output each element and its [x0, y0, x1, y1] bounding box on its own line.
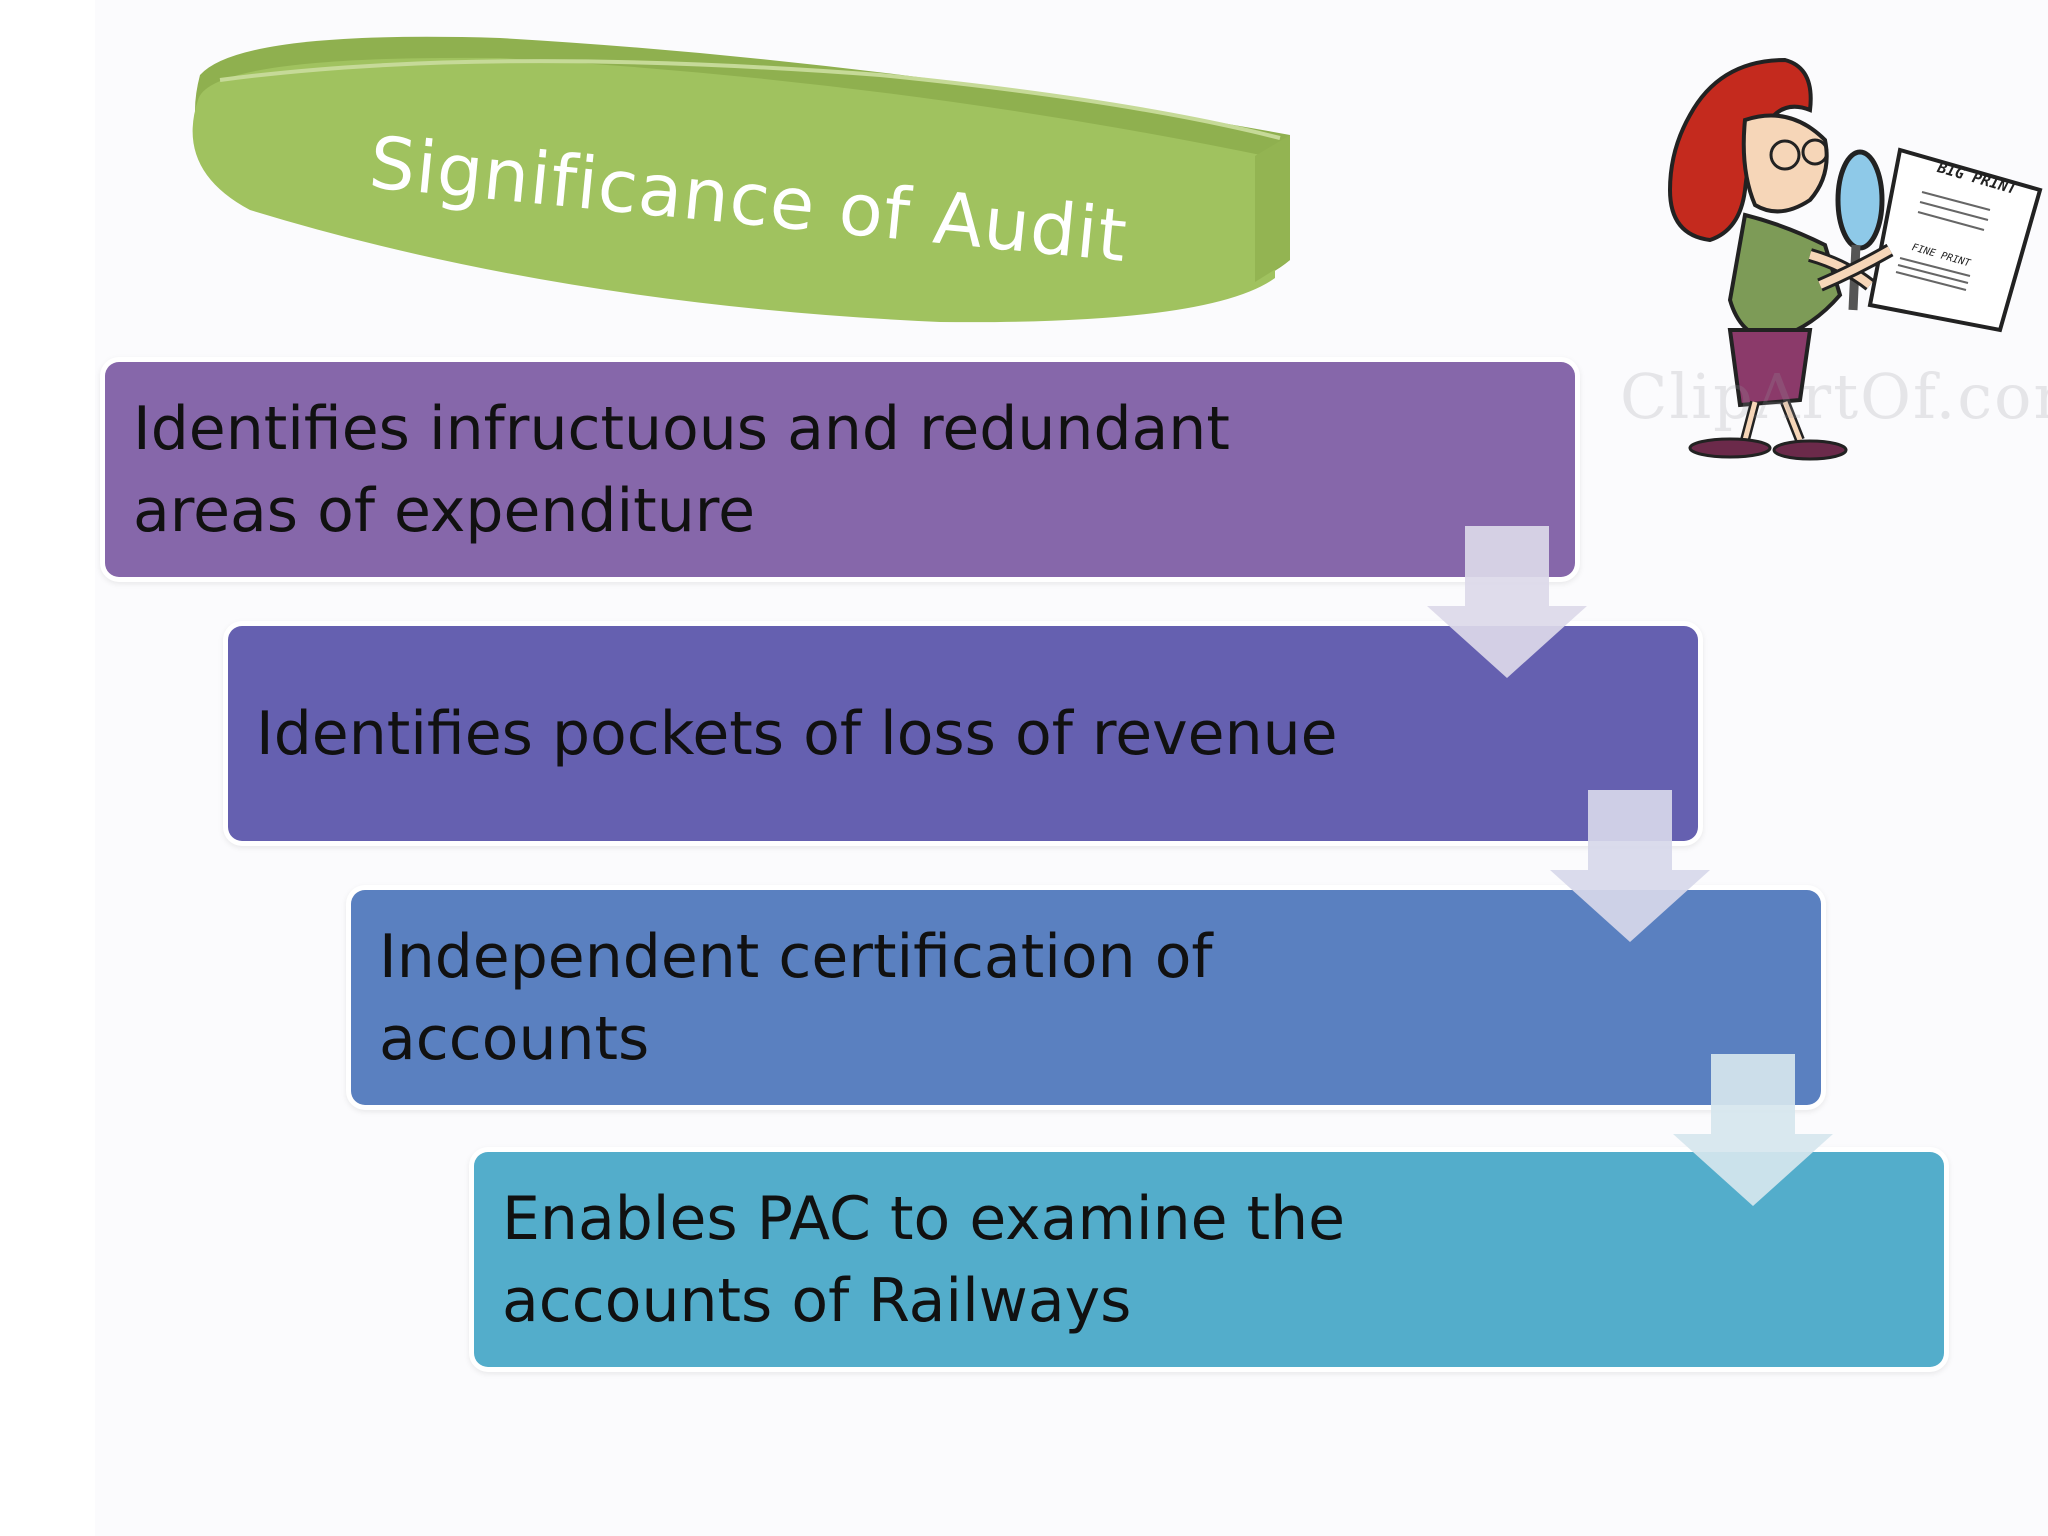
down-arrow-icon: [1550, 790, 1710, 942]
watermark-text: ClipArtOf.com: [1620, 360, 2048, 433]
auditor-clipart-image: [1570, 40, 2048, 480]
title-banner-shape: [192, 36, 1290, 323]
step-text-1: Identifies infructuous and redundant are…: [133, 393, 1230, 546]
step-text-2: Identifies pockets of loss of revenue: [256, 698, 1338, 769]
step-box-4: Enables PAC to examine the accounts of R…: [474, 1152, 1944, 1367]
step-box-3: Independent certification of accounts: [351, 890, 1821, 1105]
step-text-3: Independent certification of accounts: [379, 921, 1213, 1074]
step-text-4: Enables PAC to examine the accounts of R…: [502, 1183, 1346, 1336]
step-box-2: Identifies pockets of loss of revenue: [228, 626, 1698, 841]
down-arrow-icon: [1427, 526, 1587, 678]
step-box-1: Identifies infructuous and redundant are…: [105, 362, 1575, 577]
title-banner: Significance of Audit: [180, 20, 1310, 340]
down-arrow-icon: [1673, 1054, 1833, 1206]
